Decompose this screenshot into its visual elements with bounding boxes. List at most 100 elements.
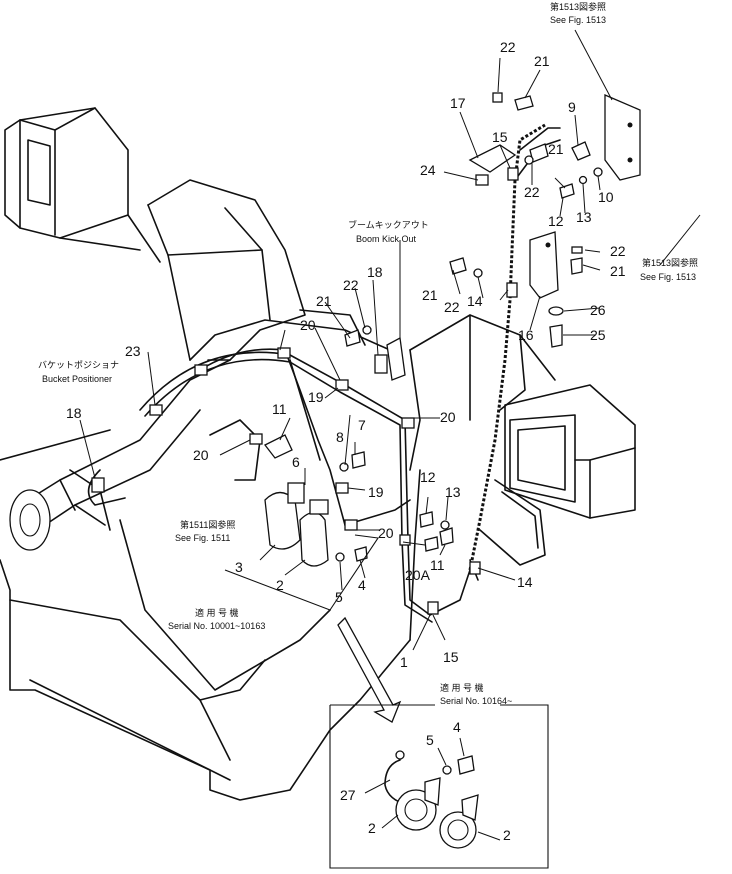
callout-8: 8 xyxy=(336,429,344,445)
clamp-15-top xyxy=(507,167,519,181)
callout-10: 10 xyxy=(598,189,614,205)
clamp-20-lower xyxy=(344,519,358,531)
callout-22: 22 xyxy=(343,277,359,293)
clamp-23-b xyxy=(194,364,208,376)
bolt-25 xyxy=(549,324,563,348)
callout-11: 11 xyxy=(272,401,287,417)
ref-1511-en: See Fig. 1511 xyxy=(175,533,230,543)
boom-kickout-jp: ブームキックアウト xyxy=(348,219,429,230)
callout-18: 18 xyxy=(367,264,383,280)
callout-20: 20 xyxy=(440,409,456,425)
callout-25: 25 xyxy=(590,327,606,343)
clamp-19-b xyxy=(335,482,349,494)
part-18-right xyxy=(374,354,388,374)
callout-22: 22 xyxy=(524,184,540,200)
washer-13-mid xyxy=(440,520,450,530)
ref-1511-jp: 第1511図参照 xyxy=(180,519,235,530)
callout-14: 14 xyxy=(467,293,483,309)
clip-9 xyxy=(571,141,591,161)
callout-20: 20 xyxy=(300,317,316,333)
horn-3 xyxy=(264,491,301,550)
clamp-20A xyxy=(399,534,411,546)
horn-2-inset-b xyxy=(439,811,477,849)
callout-20A: 20A xyxy=(405,567,431,583)
horn-2 xyxy=(299,511,329,567)
clamp-15-lower xyxy=(427,601,439,615)
callout-18: 18 xyxy=(66,405,82,421)
notes: 第1513図参照 See Fig. 1513 第1513図参照 See Fig.… xyxy=(38,1,698,706)
bolt-12-top xyxy=(559,183,575,199)
callout-7: 7 xyxy=(358,417,366,433)
callout-12: 12 xyxy=(548,213,564,229)
callout-20: 20 xyxy=(378,525,394,541)
callout-1: 1 xyxy=(400,654,408,670)
callout-6: 6 xyxy=(292,454,300,470)
kickout-switch xyxy=(386,336,406,381)
bolt-12-mid xyxy=(419,511,434,528)
callout-14: 14 xyxy=(517,574,533,590)
callout-5: 5 xyxy=(426,732,434,748)
washer-22-right xyxy=(571,246,583,254)
boom-kickout-en: Boom Kick Out xyxy=(356,234,417,244)
callout-2: 2 xyxy=(503,827,511,843)
washer-5-b xyxy=(442,765,452,775)
callout-24: 24 xyxy=(420,162,436,178)
clamp-23 xyxy=(149,404,163,416)
clamp-20-left xyxy=(249,433,263,445)
bolt-21-right xyxy=(570,257,583,275)
callout-5: 5 xyxy=(335,589,343,605)
bucket-positioner-jp: バケットポジショナ xyxy=(38,360,119,370)
callout-4: 4 xyxy=(358,577,366,593)
callout-19: 19 xyxy=(308,389,324,405)
horn-assembly-a xyxy=(224,482,379,611)
callout-11: 11 xyxy=(430,557,445,573)
parts xyxy=(91,92,641,615)
washer-10 xyxy=(593,167,603,177)
callout-3: 3 xyxy=(235,559,243,575)
boom-tower xyxy=(147,179,306,361)
ref-1513-top-en: See Fig. 1513 xyxy=(550,15,606,25)
harness-main xyxy=(87,123,561,623)
callout-15: 15 xyxy=(443,649,459,665)
bolt-4-a xyxy=(354,546,368,562)
bracket-6 xyxy=(287,482,305,504)
callout-26: 26 xyxy=(590,302,606,318)
leader-lines xyxy=(79,29,701,841)
washer-22-top xyxy=(492,92,503,103)
right-headlamp xyxy=(504,384,636,519)
cylinder-end xyxy=(9,489,51,551)
bucket-positioner-en: Bucket Positioner xyxy=(42,374,112,384)
washer-22-kickout xyxy=(362,325,372,335)
callouts: 22 21 9 17 15 21 24 22 10 13 12 22 21 21… xyxy=(66,39,626,843)
bolt-21-top xyxy=(514,95,534,111)
callout-19: 19 xyxy=(368,484,384,500)
inset-serial-b xyxy=(329,704,549,869)
bolt-21-left xyxy=(449,257,467,275)
inset-frame xyxy=(329,704,549,869)
arrow-to-inset xyxy=(337,616,402,723)
callout-21: 21 xyxy=(316,293,332,309)
serial-b-en: Serial No. 10164~ xyxy=(440,696,512,706)
callout-2: 2 xyxy=(276,577,284,593)
ref-1513-top-jp: 第1513図参照 xyxy=(550,1,606,12)
serial-a-en: Serial No. 10001~10163 xyxy=(168,621,265,631)
callout-20: 20 xyxy=(193,447,209,463)
callout-27: 27 xyxy=(340,787,356,803)
callout-4: 4 xyxy=(453,719,461,735)
callout-13: 13 xyxy=(445,484,461,500)
right-tower xyxy=(409,314,526,411)
plate-bracket-top-right xyxy=(604,94,641,181)
callout-9: 9 xyxy=(568,99,576,115)
part-11-left xyxy=(264,434,293,459)
left-headlamp xyxy=(19,107,129,239)
washer-22-mid xyxy=(524,155,534,165)
cable-conduit xyxy=(468,123,546,571)
callout-2: 2 xyxy=(368,820,376,836)
clamp-19-a xyxy=(335,379,349,391)
washer-8 xyxy=(339,462,349,472)
callout-21: 21 xyxy=(534,53,550,69)
machine-frame xyxy=(0,107,636,801)
callout-12: 12 xyxy=(420,469,436,485)
